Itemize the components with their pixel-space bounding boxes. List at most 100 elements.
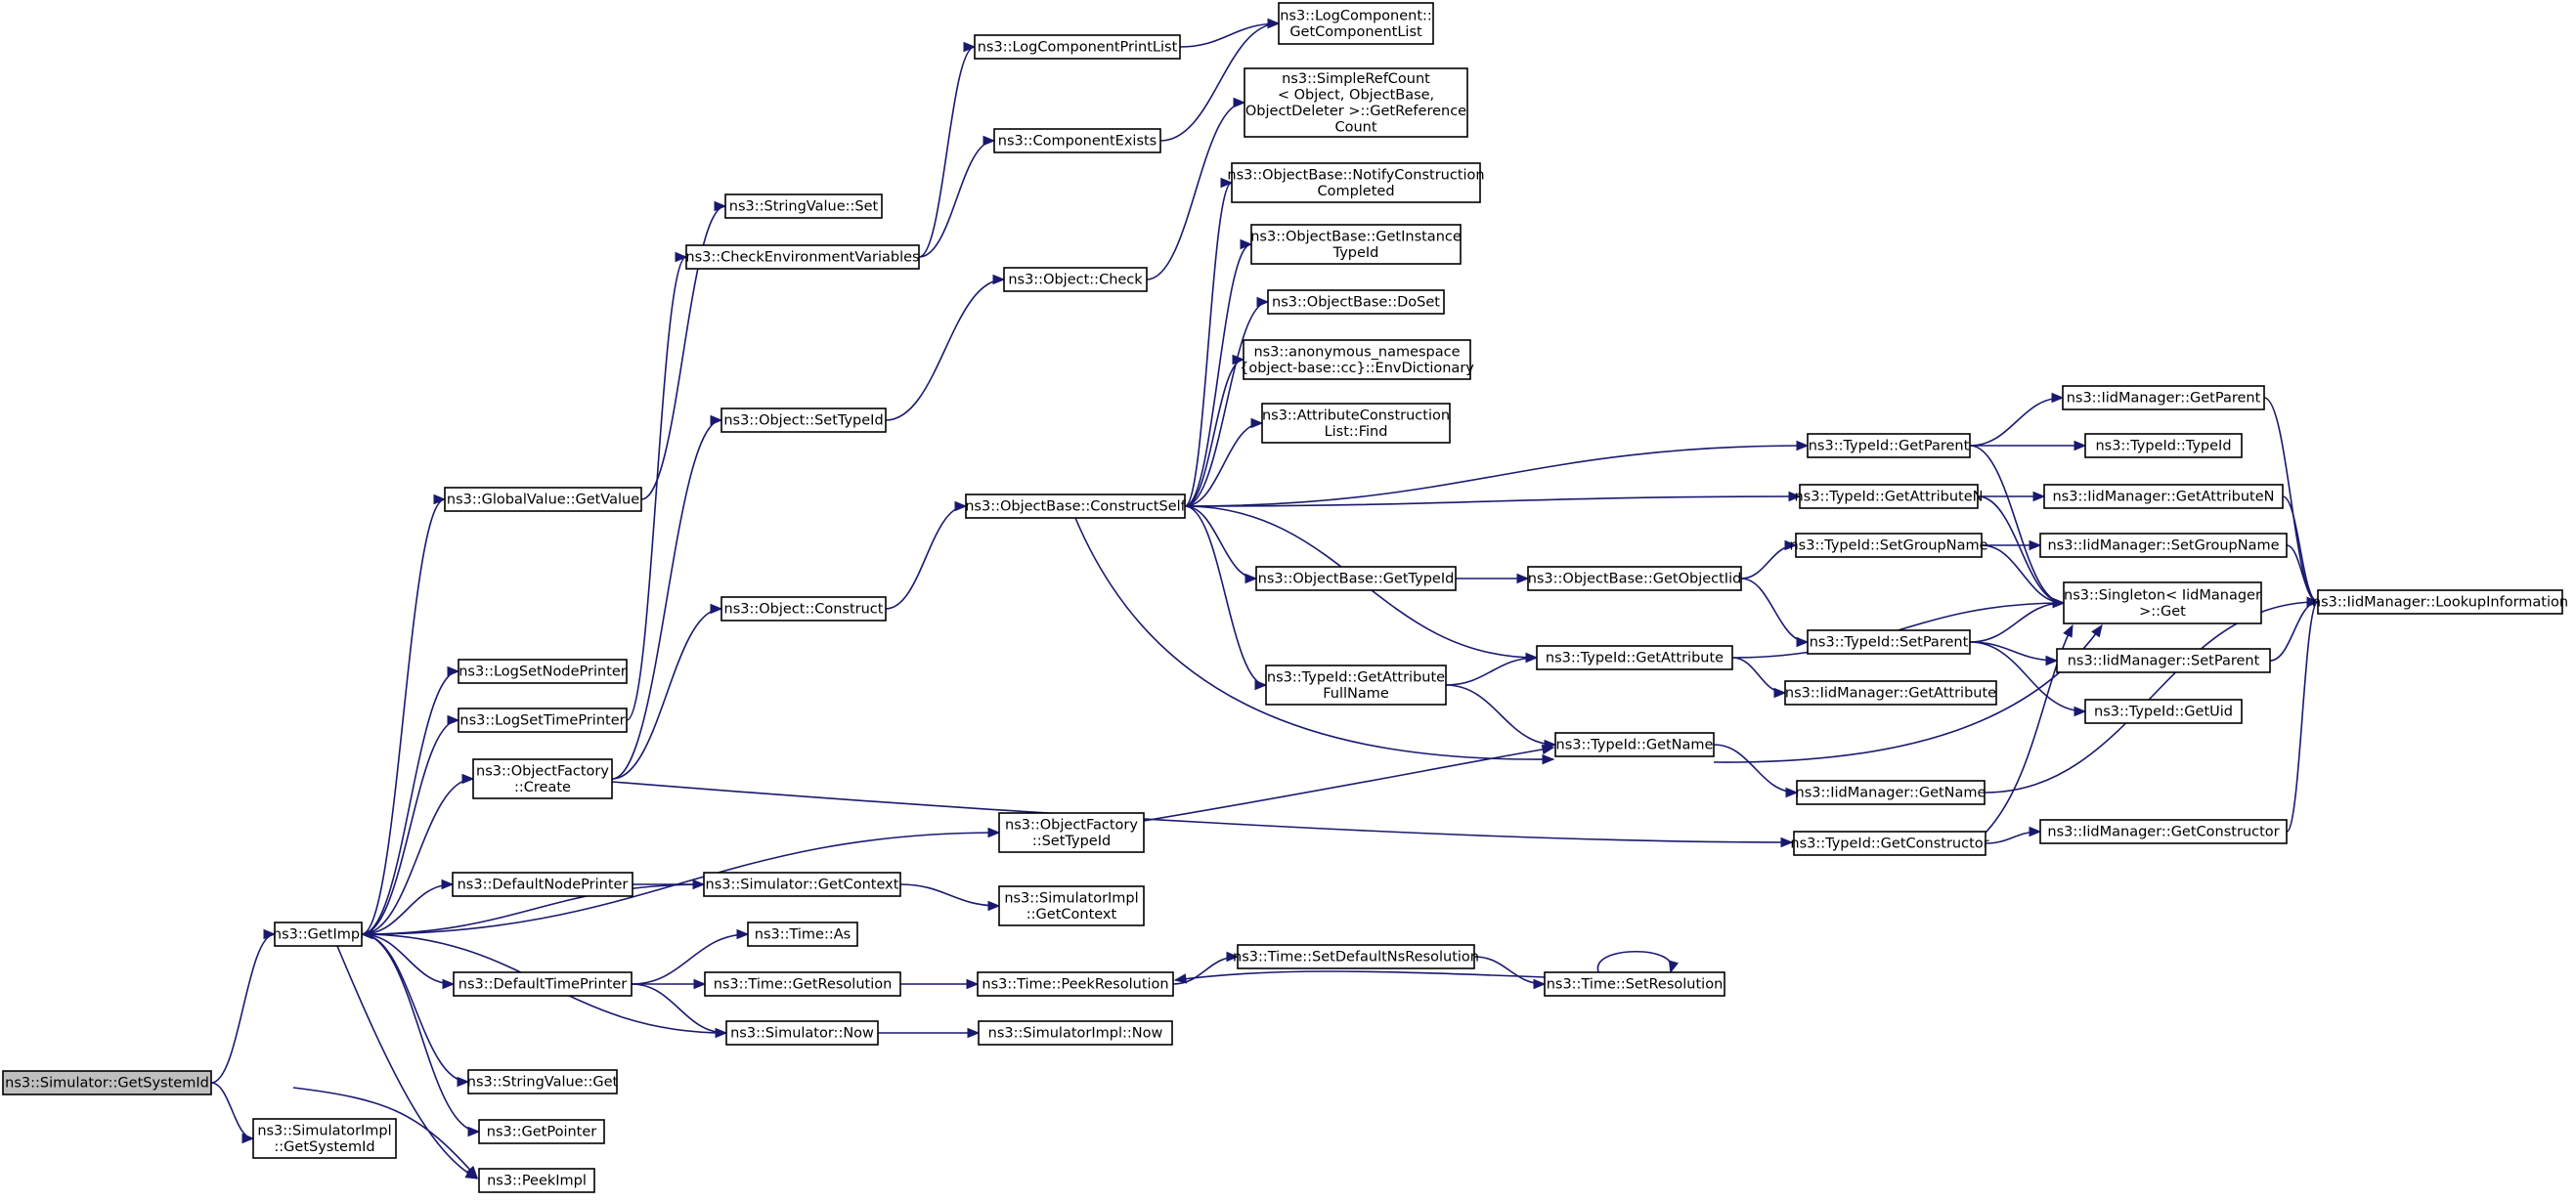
- node-getSystemId[interactable]: ns3::Simulator::GetSystemId: [2, 1070, 212, 1095]
- node-defaultTimePrinter[interactable]: ns3::DefaultTimePrinter: [453, 971, 633, 997]
- node-checkEnvVars[interactable]: ns3::CheckEnvironmentVariables: [685, 244, 920, 270]
- node-simImplGetSystemId[interactable]: ns3::SimulatorImpl::GetSystemId: [252, 1118, 397, 1159]
- node-timeSetResolution[interactable]: ns3::Time::SetResolution: [1544, 971, 1725, 997]
- node-iidGetConstructor[interactable]: ns3::IidManager::GetConstructor: [2039, 819, 2288, 844]
- node-objectBaseGetTypeId[interactable]: ns3::ObjectBase::GetTypeId: [1255, 566, 1457, 591]
- node-getComponentList[interactable]: ns3::LogComponent::GetComponentList: [1278, 2, 1434, 45]
- node-logComponentPrintList[interactable]: ns3::LogComponentPrintList: [974, 34, 1181, 60]
- edge-checkEnvVars-to-logComponentPrintList: [918, 41, 977, 258]
- node-typeIdSetParent[interactable]: ns3::TypeId::SetParent: [1807, 629, 1971, 655]
- node-objectFactorySetTypeId[interactable]: ns3::ObjectFactory::SetTypeId: [998, 812, 1145, 853]
- edge-getImpl-to-objectFactoryCreate: [361, 773, 475, 935]
- node-box: [1265, 665, 1447, 706]
- node-typeIdGetUid[interactable]: ns3::TypeId::GetUid: [2084, 699, 2243, 724]
- node-simImplNow[interactable]: ns3::SimulatorImpl::Now: [978, 1020, 1173, 1046]
- node-label: ns3::ComponentExists: [998, 134, 1157, 150]
- node-typeIdGetName[interactable]: ns3::TypeId::GetName: [1554, 732, 1715, 757]
- node-singletonGet[interactable]: ns3::Singleton< IidManager >::Get: [2063, 581, 2262, 624]
- node-componentExists[interactable]: ns3::ComponentExists: [993, 128, 1161, 153]
- node-iidGetAttributeN[interactable]: ns3::IidManager::GetAttributeN: [2043, 484, 2284, 509]
- node-label: ::SetTypeId: [1032, 834, 1111, 849]
- edge-typeIdGetParent-to-singletonGet: [1969, 445, 2066, 609]
- node-typeIdSetGroupName[interactable]: ns3::TypeId::SetGroupName: [1789, 533, 1988, 558]
- node-box: [747, 922, 858, 947]
- edge-objectSetTypeId-to-objectCheck: [885, 274, 1006, 421]
- node-simulatorGetContext[interactable]: ns3::Simulator::GetContext: [703, 872, 901, 897]
- node-objectConstruct[interactable]: ns3::Object::Construct: [720, 596, 887, 622]
- node-label: ns3::ObjectBase::ConstructSelf: [965, 499, 1186, 515]
- node-getObjectIid[interactable]: ns3::ObjectBase::GetObjectIid: [1527, 566, 1742, 591]
- node-label: ns3::TypeId::GetAttributeN: [1794, 490, 1983, 505]
- node-simImplGetContext[interactable]: ns3::SimulatorImpl::GetContext: [998, 885, 1145, 926]
- edge-getObjectIid-to-typeIdSetParent: [1740, 578, 1810, 648]
- node-box: [1243, 339, 1471, 380]
- node-iidSetGroupName[interactable]: ns3::IidManager::SetGroupName: [2039, 533, 2288, 558]
- edge-objectConstruct-to-constructSelf: [885, 500, 968, 610]
- node-envDictionary[interactable]: ns3::anonymous_namespace{object-base::cc…: [1240, 339, 1474, 380]
- node-box: [2084, 433, 2243, 458]
- node-doSet[interactable]: ns3::ObjectBase::DoSet: [1267, 289, 1445, 315]
- node-label: ns3::GetPointer: [487, 1125, 597, 1140]
- node-getReferenceCount[interactable]: ns3::SimpleRefCount< Object, ObjectBase,…: [1244, 67, 1468, 138]
- node-box: [452, 872, 633, 897]
- node-box: [2, 1070, 212, 1095]
- node-timePeekResolution[interactable]: ns3::Time::PeekResolution: [977, 971, 1174, 997]
- node-logSetTimePrinter[interactable]: ns3::LogSetTimePrinter: [458, 708, 628, 733]
- node-typeIdGetParent[interactable]: ns3::TypeId::GetParent: [1807, 433, 1971, 458]
- node-label: ns3::TypeId::GetName: [1556, 738, 1714, 753]
- node-setDefaultNsResolution[interactable]: ns3::Time::SetDefaultNsResolution: [1233, 944, 1479, 969]
- node-objectCheck[interactable]: ns3::Object::Check: [1003, 267, 1148, 292]
- node-peekImpl[interactable]: ns3::PeekImpl: [478, 1168, 595, 1193]
- node-objectFactoryCreate[interactable]: ns3::ObjectFactory::Create: [472, 758, 613, 799]
- node-typeIdGetConstructor[interactable]: ns3::TypeId::GetConstructor: [1790, 831, 1989, 856]
- node-getImpl[interactable]: ns3::GetImpl: [273, 922, 364, 947]
- node-typeIdTypeId[interactable]: ns3::TypeId::TypeId: [2084, 433, 2243, 458]
- node-iidSetParent[interactable]: ns3::IidManager::SetParent: [2056, 648, 2271, 673]
- node-label: ns3::anonymous_namespace: [1253, 344, 1460, 360]
- node-label: {object-base::cc}::EnvDictionary: [1240, 361, 1474, 376]
- edge-constructSelf-to-attrConstructionListFind: [1184, 417, 1264, 507]
- node-simulatorNow[interactable]: ns3::Simulator::Now: [725, 1020, 879, 1046]
- node-logSetNodePrinter[interactable]: ns3::LogSetNodePrinter: [458, 659, 628, 684]
- node-label: ::GetSystemId: [274, 1139, 374, 1155]
- node-label: ns3::SimulatorImpl: [257, 1123, 391, 1138]
- node-box: [2063, 581, 2262, 624]
- node-typeIdGetAttributeN[interactable]: ns3::TypeId::GetAttributeN: [1794, 484, 1984, 509]
- node-defaultNodePrinter[interactable]: ns3::DefaultNodePrinter: [452, 872, 633, 897]
- node-getPointer[interactable]: ns3::GetPointer: [478, 1119, 605, 1144]
- node-globalValueGetValue[interactable]: ns3::GlobalValue::GetValue: [444, 487, 642, 512]
- edge-setDefaultNsResolution-to-timeSetResolution: [1473, 956, 1547, 990]
- node-typeIdGetAttribute[interactable]: ns3::TypeId::GetAttribute: [1536, 645, 1733, 670]
- node-box: [703, 872, 901, 897]
- node-objectSetTypeId[interactable]: ns3::Object::SetTypeId: [720, 407, 887, 433]
- edge-timePeekResolution-to-setDefaultNsResolution: [1172, 951, 1240, 985]
- node-box: [467, 1069, 618, 1094]
- node-iidLookupInformation[interactable]: ns3::IidManager::LookupInformation: [2312, 589, 2568, 615]
- node-iidGetName[interactable]: ns3::IidManager::GetName: [1796, 780, 1987, 805]
- edge-timeSetResolution-to-timePeekResolution: [1173, 970, 1546, 984]
- node-timeGetResolution[interactable]: ns3::Time::GetResolution: [704, 971, 901, 997]
- edge-componentExists-to-getComponentList: [1159, 18, 1281, 142]
- node-label: ns3::IidManager::SetParent: [2068, 654, 2260, 669]
- node-label: ns3::ObjectFactory: [476, 763, 609, 779]
- node-box: [2056, 648, 2271, 673]
- node-label: ns3::TypeId::SetGroupName: [1789, 538, 1987, 554]
- node-notifyConstructionCompleted[interactable]: ns3::ObjectBase::NotifyConstructionCompl…: [1227, 162, 1485, 203]
- node-box: [2039, 819, 2288, 844]
- node-iidGetAttribute[interactable]: ns3::IidManager::GetAttribute: [1784, 680, 1997, 706]
- edge-constructSelf-to-doSet: [1184, 296, 1270, 507]
- node-timeAs[interactable]: ns3::Time::As: [747, 922, 858, 947]
- node-stringValueSet[interactable]: ns3::StringValue::Set: [724, 193, 883, 219]
- node-constructSelf[interactable]: ns3::ObjectBase::ConstructSelf: [965, 493, 1187, 519]
- edge-getImpl-to-getPointer: [361, 933, 481, 1137]
- node-iidGetParent[interactable]: ns3::IidManager::GetParent: [2062, 385, 2265, 410]
- node-label: ns3::SimulatorImpl: [1004, 890, 1138, 906]
- node-box: [1793, 831, 1987, 856]
- edge-typeIdGetParent-to-iidGetParent: [1969, 392, 2065, 447]
- node-stringValueGet[interactable]: ns3::StringValue::Get: [467, 1069, 619, 1094]
